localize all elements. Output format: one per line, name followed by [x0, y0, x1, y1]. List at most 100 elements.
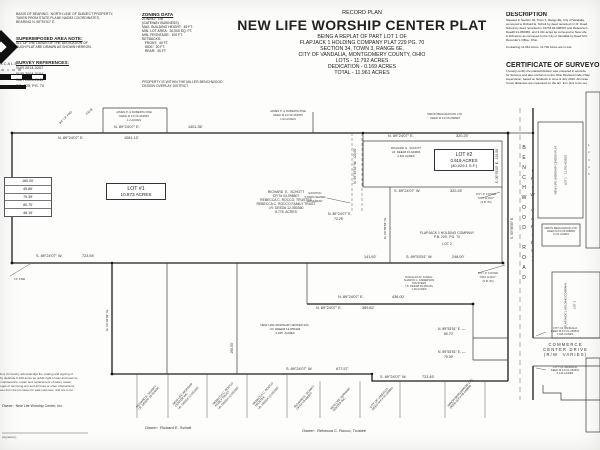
distance-label: 320.25' — [450, 189, 463, 193]
note-line: (S.B. 84) — [482, 279, 494, 283]
bearing-label: N. 89°24'07" E. — [328, 212, 352, 216]
bearing-label: S. 89°24'07" W. — [380, 374, 407, 379]
bearing-label: N. 00°06'09" W. — [105, 309, 110, 331]
lot-line: LOT 2 — [442, 242, 452, 246]
lot1-area: 10.873 ACRES — [120, 192, 152, 197]
deed-line: I.R. DEED# 03-081236 — [405, 285, 433, 288]
note-line: 5. — [588, 172, 591, 177]
distance-label: 436.00' — [392, 295, 405, 299]
subtitle-line: FLAPJACK 1 HOLDING COMPANY PLAT 229 PG. … — [299, 40, 425, 46]
deed-line: DEED M.F.# 01-269601 — [550, 330, 580, 333]
zoning-data: ZONING DATA ZONING: GB (GATEWAY BUSINESS… — [142, 12, 193, 53]
bearing-label: N. 89°53'51" E. — — [438, 350, 466, 354]
note-line: EXISTING — [308, 191, 322, 195]
owner-line: REBECCA C. ROCCO, TRUSTEE — [260, 198, 312, 202]
description-block: DESCRIPTION Situated in Section 34, Town… — [506, 12, 600, 49]
bearing-label: S. 89°53'51" W. — [406, 255, 433, 259]
description-line: Containing 11.961 Acres, 11.792 Acres ar… — [506, 45, 573, 49]
distance-label: 290.00' — [230, 342, 235, 354]
certificate-line: Curve distances are measured on the arc.… — [506, 81, 587, 85]
note-title: SURVEY REFERENCES: — [16, 60, 69, 65]
area-line: 0.045 ACRES — [556, 333, 574, 336]
distance-label: 79.39' — [444, 355, 454, 359]
note-line: 4. — [588, 164, 591, 169]
deed-line: DEED M.F.# 00-463559 — [119, 114, 149, 118]
note-line: PROPERTY IS WITHIN THE MILLER-BENCHWOOD — [142, 80, 223, 84]
road-line: ( R / W V A R I E S ) — [543, 352, 587, 357]
bearing-label: S. 89°24'07" W. — [394, 189, 421, 193]
survey-ref: P.B. 229, PG. 70 — [16, 84, 45, 89]
distance-label: 72.25' — [334, 217, 344, 221]
zoning-title: ZONING DATA — [142, 12, 174, 17]
basis-of-bearing-note: BASIS OF BEARING: NORTH LINE OF SUBJECT … — [16, 12, 113, 24]
note-line: BASIS OF BEARING: NORTH LINE OF SUBJECT … — [16, 12, 114, 16]
miron-benchwood-parcel: MIRON BENCHWOOD LTD. DEED M.F.# 05-06880… — [543, 227, 579, 236]
survey-marker-label: I.P. FND — [14, 277, 26, 281]
acreage-line: DEDICATION - 0.169 ACRES — [327, 64, 397, 70]
rotated-parcel-label: LOT 1 11.792 ACRES — [563, 154, 568, 186]
notes-fragment: 1. 2. 3. 4. 5. — [588, 142, 600, 178]
description-title: DESCRIPTION — [506, 12, 548, 18]
survey-ref: SUR 2004-0104 — [16, 72, 44, 77]
distance-label: 1081.13' — [124, 136, 139, 140]
description-line: Deed# 21-050360, and 3.311 acres as conv… — [506, 30, 587, 34]
scale-bar — [0, 74, 46, 80]
zoning-line: SIDE: 20 FT. — [142, 45, 165, 49]
bearing-label: N. 89°24'07" E. — [388, 134, 414, 138]
zoning-line: MIN. FRONTAGE: 100 FT. — [142, 33, 183, 37]
zoning-line: REAR: 30 FT. — [142, 49, 167, 53]
area-line: 1.04 ACRES — [280, 117, 296, 121]
owner-line: REBECCA C. ROCCO FAMILY TRUST — [256, 202, 316, 206]
bearing-label: N. 89°24'07" E. — [338, 295, 364, 299]
table-cell: 48.19' — [23, 210, 33, 215]
note-line: DESIGN OVERLAY DISTRICT. — [142, 84, 189, 88]
distance-label: 248.00' — [452, 255, 465, 259]
bearing-label: N. 89°24'07" E. — [58, 136, 84, 140]
bearing-label: N. 89°24'07" E. — [114, 125, 140, 129]
adjoiner-parcel: MIRON BENCHWOOD LTD. DEED M.F.# 05-06880… — [418, 112, 472, 120]
note-line: SUCH PLAT ARE DRAWN AS SHOWN HEREON. — [16, 45, 92, 49]
deed-line: DEED M.F.# 05-068808 — [547, 230, 575, 233]
distance-label: 389.82' — [362, 306, 375, 310]
owner-line: MIRON BENCHWOOD LTD. — [544, 227, 578, 230]
description-line: conveyed to Richard E. Schott by deed re… — [506, 22, 588, 26]
note-line: 3/4" I.P. FOUND — [477, 271, 499, 275]
zoning-line: MIN. LOT AREA: 30,000 SQ. FT. — [142, 29, 193, 33]
certificate-line: I hereby certify the plat/subdivision wa… — [506, 69, 586, 73]
owner-line: FLAPJACK 1 HOLDING COMPANY — [419, 231, 475, 235]
table-cell: 79.39' — [5, 194, 51, 202]
area-line: 0.841 ACRES — [397, 154, 415, 158]
note-line: TAKEN FROM STATE PLANE NAD83 COORDINATES… — [16, 16, 100, 20]
certificate-of-surveyor: CERTIFICATE OF SURVEYOR I hereby certify… — [506, 62, 600, 85]
overlay-district-note: PROPERTY IS WITHIN THE MILLER-BENCHWOOD … — [142, 80, 222, 88]
description-line: Situated in Section 34, Town 3, Range 6E… — [506, 18, 585, 22]
zoning-line: MAX. BUILDING HEIGHT: 45 FT. — [142, 25, 193, 29]
owner-line: RICHARD E. SCHOTT — [267, 190, 305, 194]
note-line: EASEMENT — [307, 199, 323, 203]
superimposed-area-note: SUPERIMPOSED AREA NOTE: ALL OF THE LANDS… — [16, 36, 92, 49]
lot1-name: LOT #1 — [127, 186, 145, 192]
lot1-label-box: LOT #1 10.873 ACRES — [106, 183, 166, 200]
note-line: 2. — [588, 150, 591, 155]
deed-line: I.R. DEED# 12-050426 — [269, 327, 301, 331]
dedication-line: tion, maintenance, repair and replacemen… — [0, 380, 72, 384]
rotated-parcel-label: NEW LIFE WORSHIP CENTER PLAT — [553, 145, 558, 195]
zoning-line: (GATEWAY BUSINESS) — [142, 21, 179, 25]
owner-line: TRUSTEES — [411, 282, 427, 285]
owner-line: SHARON L. ANDERSON — [403, 279, 435, 282]
commerce-center-drive-label: C O M M E R C E C E N T E R D R I V E ( … — [533, 342, 597, 357]
area-line: 1.06 ACRES — [411, 288, 427, 291]
bearing-label: N. 00°35'53" W. — [383, 217, 388, 239]
deed-line: I.R. DEED# 15-024696 — [391, 150, 421, 154]
description-line: 0.169 acres as conveyed to the City of V… — [506, 34, 588, 38]
acreage-line: TOTAL - 11.961 ACRES — [334, 70, 390, 76]
adjoiner-parcel: JAMES P. & ROBERTA FINE DEED M.F.# 00-46… — [262, 109, 314, 121]
scale-label: SCALE — [0, 61, 19, 66]
deed-line: CF/T# 03-096507 — [272, 194, 300, 198]
note-line: 3/4" I.P. FOUND — [475, 192, 497, 196]
page-title: NEW LIFE WORSHIP CENTER PLAT — [237, 17, 487, 33]
storm-sewer-easement-note: EXISTING STORM SEWER EASEMENT — [300, 191, 330, 203]
schott-small-parcel: RICHARD E. SCHOTT I.R. DEED# 15-024696 0… — [378, 146, 434, 158]
owner-new-life-label: Owner: New Life Worship Center, Inc. — [2, 404, 64, 408]
new-life-parcel: NEW LIFE WORSHIP CENTER INC. I.R. DEED# … — [254, 323, 316, 335]
